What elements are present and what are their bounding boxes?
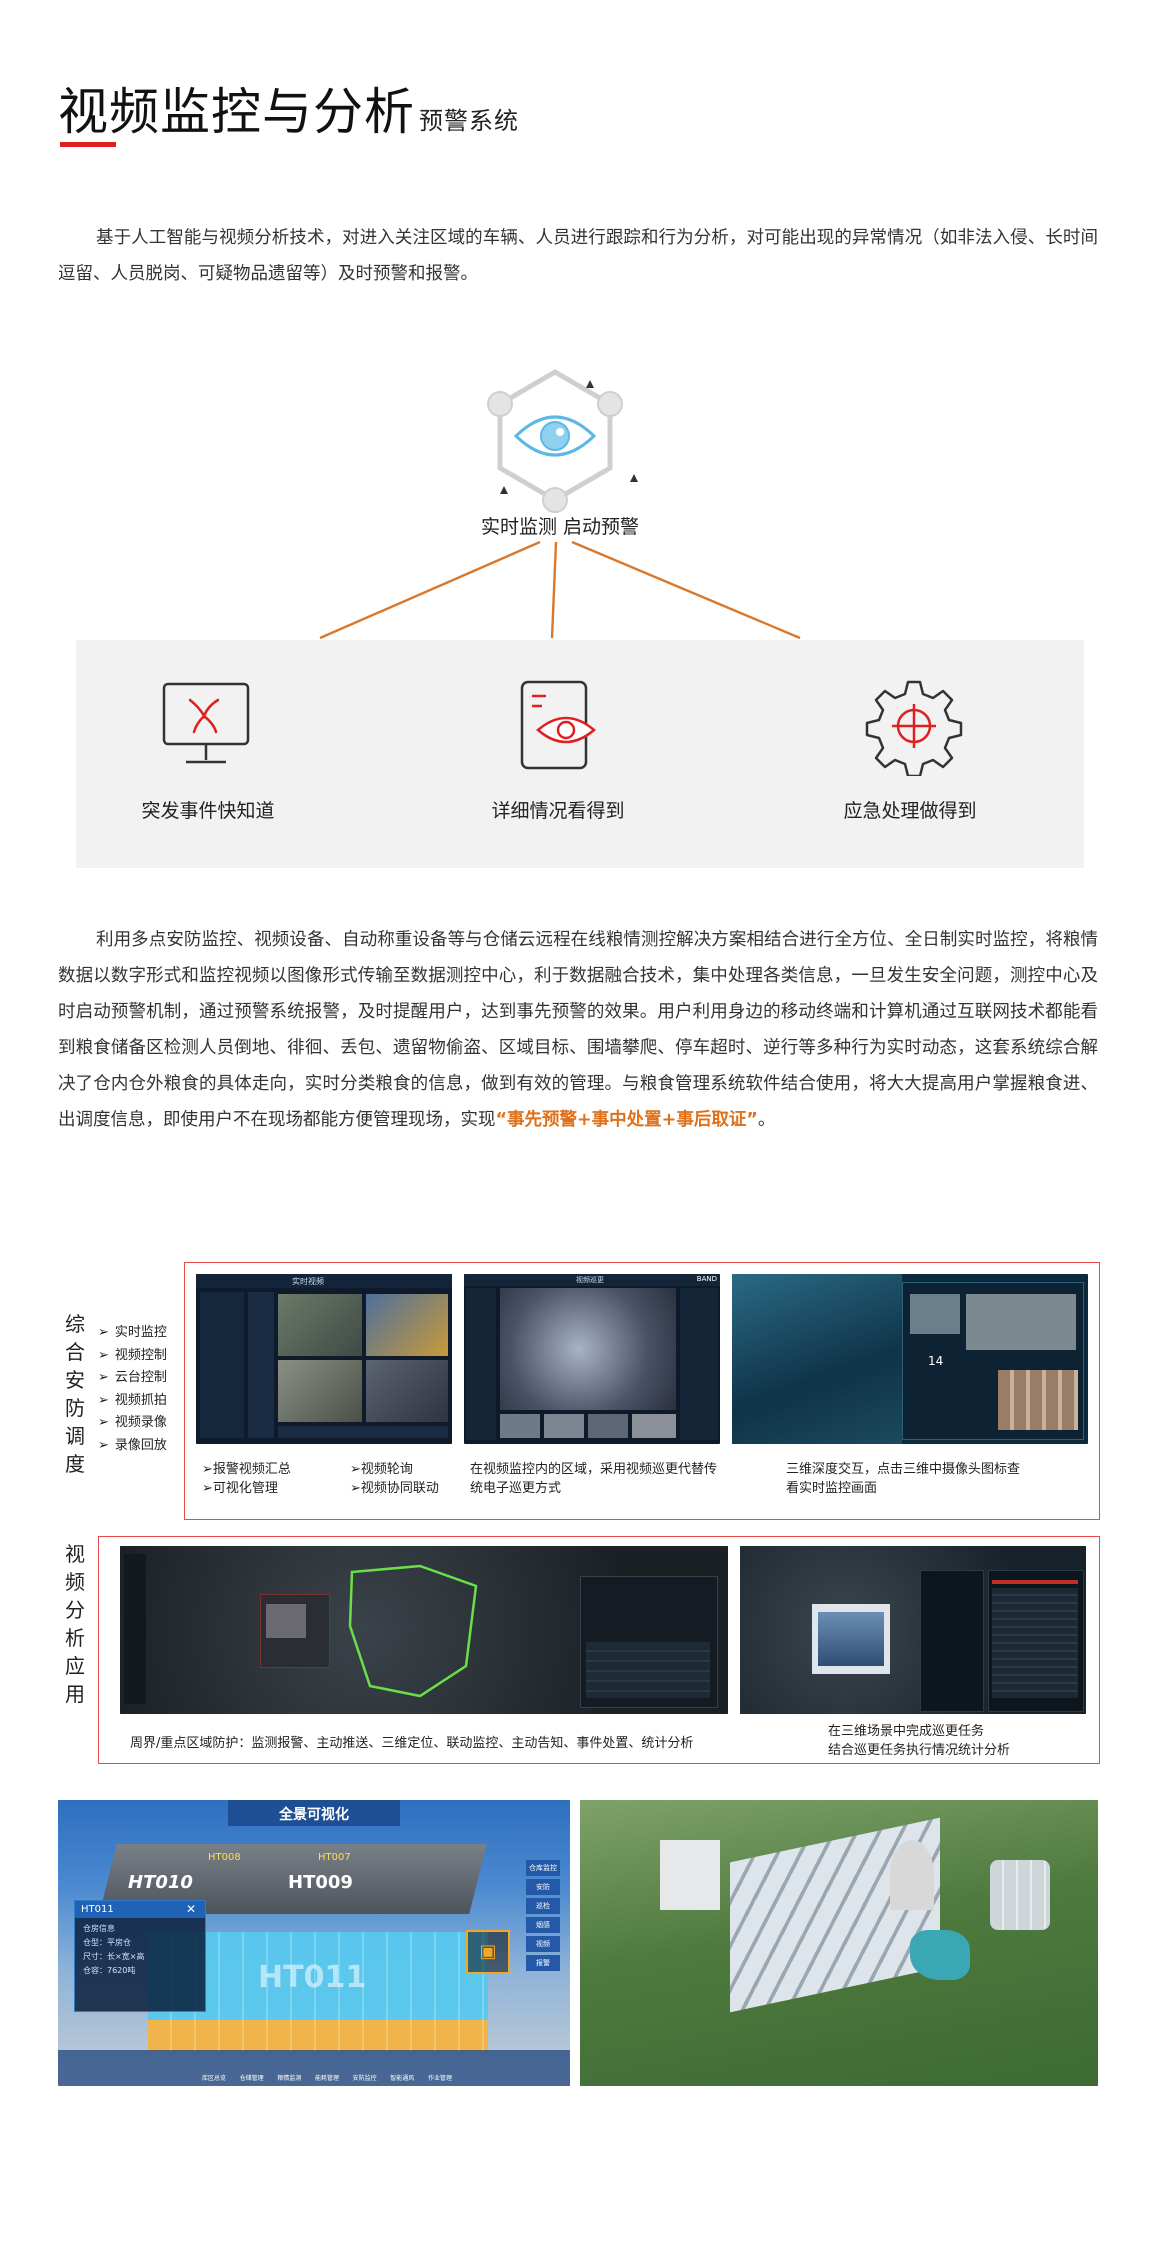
section2-title: 视频分析应用 xyxy=(65,1542,85,1706)
tablet-eye-icon xyxy=(520,680,596,770)
bottom-toolbar xyxy=(58,2050,570,2086)
body-paragraph: 利用多点安防监控、视频设备、自动称重设备等与仓储云远程在线粮情测控解决方案相结合… xyxy=(58,922,1098,1138)
gear-target-icon xyxy=(865,680,963,776)
toolbar-button[interactable]: 仓储管理 xyxy=(239,2075,264,2082)
toolbar-button[interactable]: 库区总览 xyxy=(202,2075,227,2082)
title-underline xyxy=(60,142,116,147)
list-item: ➢视频抓拍 xyxy=(98,1392,167,1408)
feature-label-2: 详细情况看得到 xyxy=(491,800,625,822)
corner-icons xyxy=(880,2064,980,2074)
monitor-alert-icon xyxy=(162,682,250,764)
list-item: ➢云台控制 xyxy=(98,1370,167,1386)
screenshot-panorama: 全景可视化 HT010 HT009 HT008 HT007 HT011 HT01… xyxy=(58,1800,570,2086)
list-item: ➢视频控制 xyxy=(98,1347,167,1363)
center-label: 实时监测 启动预警 xyxy=(480,516,640,538)
caption-polling: ➢视频轮询 ➢视频协同联动 xyxy=(350,1462,439,1496)
side-button[interactable]: 巡检 xyxy=(526,1898,560,1914)
caption-patrol-task: 在三维场景中完成巡更任务 结合巡更任务执行情况统计分析 xyxy=(828,1724,1011,1758)
close-icon[interactable]: ✕ xyxy=(186,1902,197,1916)
title-subtitle: 预警系统 xyxy=(419,107,519,135)
feature-panel xyxy=(76,640,1084,868)
side-menu: 仓库监控 安防 巡检 烟感 视频 报警 xyxy=(526,1860,560,1974)
caption-alarm: ➢报警视频汇总 ➢可视化管理 xyxy=(202,1462,291,1496)
toolbar-button[interactable]: 智能通风 xyxy=(390,2075,415,2082)
eye-hexagon-icon xyxy=(487,369,638,513)
section2-frame xyxy=(98,1536,1100,1764)
intro-paragraph: 基于人工智能与视频分析技术，对进入关注区域的车辆、人员进行跟踪和行为分析，对可能… xyxy=(58,228,1098,284)
screenshot-patrol-task xyxy=(740,1546,1086,1714)
toolbar-button[interactable]: 安防监控 xyxy=(352,2075,377,2082)
list-item: ➢视频录像 xyxy=(98,1415,167,1431)
feature-label-1: 突发事件快知道 xyxy=(141,800,275,822)
section1-frame xyxy=(184,1262,1100,1520)
caption-3d: 三维深度交互，点击三维中摄像头图标查看实时监控画面 xyxy=(786,1462,1021,1496)
panorama-title: 全景可视化 xyxy=(279,1807,349,1823)
screenshot-perimeter xyxy=(120,1546,728,1714)
aerial-view-image xyxy=(580,1800,1098,2086)
list-item: ➢实时监控 xyxy=(98,1325,167,1340)
camera-icon[interactable]: ▣ xyxy=(466,1930,510,1974)
warehouse-popup: HT011 仓房信息 仓型：平房仓 尺寸：长×宽×高 仓容：7620吨 xyxy=(74,1900,206,2012)
side-button[interactable]: 安防 xyxy=(526,1879,560,1895)
caption-patrol: 在视频监控内的区域，采用视频巡更代替传统电子巡更方式 xyxy=(470,1462,718,1496)
body-text: 利用多点安防监控、视频设备、自动称重设备等与仓储云远程在线粮情测控解决方案相结合… xyxy=(58,930,1098,1130)
page-title: 视频监控与分析预警系统 xyxy=(58,72,519,144)
caption-perimeter: 周界/重点区域防护：监测报警、主动推送、三维定位、联动监控、主动告知、事件处置、… xyxy=(130,1736,694,1751)
screenshot-realtime-video: 实时视频 xyxy=(196,1274,452,1444)
side-button[interactable]: 报警 xyxy=(526,1955,560,1971)
toolbar-button[interactable]: 能耗管理 xyxy=(314,2075,339,2082)
body-highlight: “事先预警+事中处置+事后取证” xyxy=(495,1110,758,1130)
section1-feature-list: ➢实时监控 ➢视频控制 ➢云台控制 ➢视频抓拍 ➢视频录像 ➢录像回放 xyxy=(98,1322,167,1458)
list-item: ➢录像回放 xyxy=(98,1437,167,1453)
screenshot-3d-interaction: 14 xyxy=(732,1274,1088,1444)
feature-label-3: 应急处理做得到 xyxy=(843,800,977,822)
screenshot-video-patrol: 视频巡更 BAND xyxy=(464,1274,720,1444)
section1-title: 综合安防调度 xyxy=(65,1312,85,1476)
side-button[interactable]: 烟感 xyxy=(526,1917,560,1933)
side-button[interactable]: 仓库监控 xyxy=(526,1860,560,1876)
diagram-graphic xyxy=(319,369,801,640)
side-button[interactable]: 视频 xyxy=(526,1936,560,1952)
toolbar-button[interactable]: 作业管理 xyxy=(427,2075,452,2082)
body-end: 。 xyxy=(757,1110,776,1130)
title-main: 视频监控与分析 xyxy=(58,83,415,141)
toolbar-button[interactable]: 粮情监测 xyxy=(277,2075,302,2082)
